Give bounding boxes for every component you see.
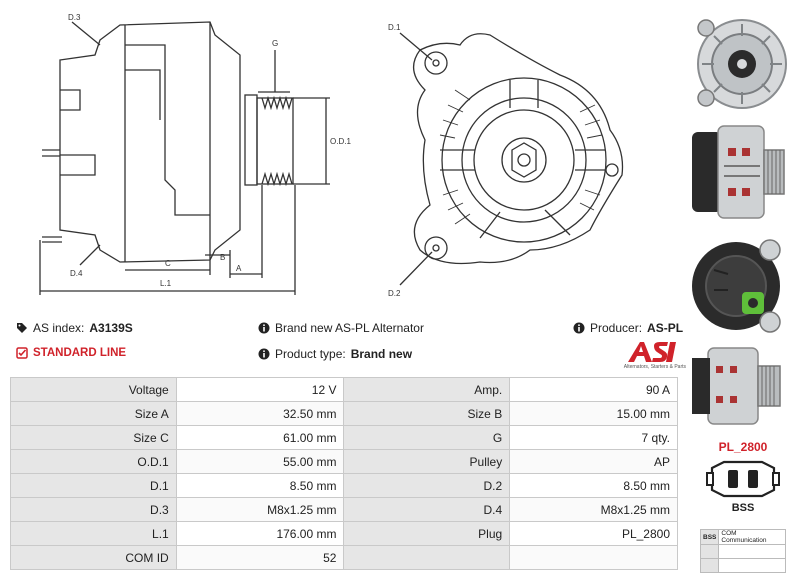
technical-drawing: D.3 G O.D.1 D.4 C B A L.1 D.1 D.2	[39, 13, 624, 298]
spec-value: 176.00 mm	[175, 521, 345, 546]
pin-key	[699, 544, 720, 559]
producer-value: AS-PL	[647, 321, 684, 335]
spec-value: 55.00 mm	[175, 449, 345, 474]
label-l1: L.1	[160, 279, 172, 288]
spec-value: M8x1.25 mm	[509, 497, 678, 522]
spec-label: D.2	[343, 473, 511, 498]
spec-value: 61.00 mm	[175, 425, 345, 450]
product-photos	[680, 0, 800, 430]
logo-subtitle: Alternators, Starters & Parts	[623, 364, 686, 370]
spec-label: O.D.1	[10, 449, 177, 474]
tags-icon	[17, 323, 27, 333]
spec-label: Voltage	[10, 377, 177, 402]
spec-value: 12 V	[175, 377, 345, 402]
spec-label: L.1	[10, 521, 177, 546]
spec-value: 32.50 mm	[175, 401, 345, 426]
spec-value: M8x1.25 mm	[175, 497, 345, 522]
label-d4: D.4	[70, 269, 83, 278]
spec-value	[509, 545, 678, 570]
product-type-value: Brand new	[350, 347, 413, 361]
spec-value: 8.50 mm	[175, 473, 345, 498]
info-circle-icon	[258, 348, 270, 360]
as-pl-logo: AS Alternators, Starters & Parts	[606, 340, 686, 374]
producer-label: Producer:	[590, 321, 643, 335]
as-index: AS index: A3139S	[16, 321, 133, 335]
label-d2: D.2	[388, 289, 401, 298]
pin-value	[718, 544, 786, 559]
standard-line: STANDARD LINE	[16, 347, 126, 359]
spec-label: Size A	[10, 401, 177, 426]
photo-side-view	[692, 125, 785, 219]
photo-rear-view	[692, 239, 781, 333]
pin-row-empty	[699, 544, 786, 559]
spec-label: G	[343, 425, 511, 450]
product-type-label: Product type:	[275, 347, 346, 361]
spec-label: Pulley	[343, 449, 511, 474]
product-info: AS index: A3139S STANDARD LINE Brand new…	[14, 318, 684, 370]
pin-key	[699, 558, 720, 573]
spec-label: Size B	[343, 401, 511, 426]
spec-value: 7 qty.	[509, 425, 678, 450]
check-square-icon	[16, 347, 28, 359]
description-text: Brand new AS-PL Alternator	[275, 321, 424, 335]
photo-top-view	[692, 347, 781, 425]
info-circle-icon	[573, 322, 585, 334]
label-d1: D.1	[388, 23, 401, 32]
as-index-label: AS index:	[33, 321, 85, 335]
label-g: G	[272, 39, 278, 48]
pin-value: COM Communication	[718, 529, 786, 545]
product-type: Product type: Brand new	[258, 347, 412, 361]
spec-value: AP	[509, 449, 678, 474]
spec-value: 52	[175, 545, 345, 570]
info-circle-icon	[258, 322, 270, 334]
standard-line-label: STANDARD LINE	[33, 347, 127, 359]
spec-label: Plug	[343, 521, 511, 546]
photo-front-view	[697, 19, 787, 109]
pin-key: BSS	[699, 529, 720, 545]
spec-value: 90 A	[509, 377, 678, 402]
label-b: B	[220, 253, 225, 262]
logo-mark: AS	[628, 342, 676, 362]
label-d3: D.3	[68, 13, 81, 22]
as-index-value: A3139S	[89, 321, 133, 335]
spec-label: COM ID	[10, 545, 177, 570]
spec-value: 15.00 mm	[509, 401, 678, 426]
spec-label: D.4	[343, 497, 511, 522]
label-c: C	[165, 259, 171, 268]
spec-label: D.3	[10, 497, 177, 522]
spec-value: 8.50 mm	[509, 473, 678, 498]
spec-label: Size C	[10, 425, 177, 450]
spec-label: D.1	[10, 473, 177, 498]
spec-label	[343, 545, 511, 570]
plug-diagram	[706, 460, 780, 498]
pin-row-empty	[699, 558, 786, 573]
plug-title: PL_2800	[718, 440, 768, 454]
plug-code: BSS	[731, 502, 755, 514]
description: Brand new AS-PL Alternator	[258, 321, 424, 335]
pin-value	[718, 558, 786, 573]
spec-value: PL_2800	[509, 521, 678, 546]
spec-label: Amp.	[343, 377, 511, 402]
label-od1: O.D.1	[330, 137, 351, 146]
producer: Producer: AS-PL	[573, 321, 683, 335]
label-a: A	[236, 264, 242, 273]
